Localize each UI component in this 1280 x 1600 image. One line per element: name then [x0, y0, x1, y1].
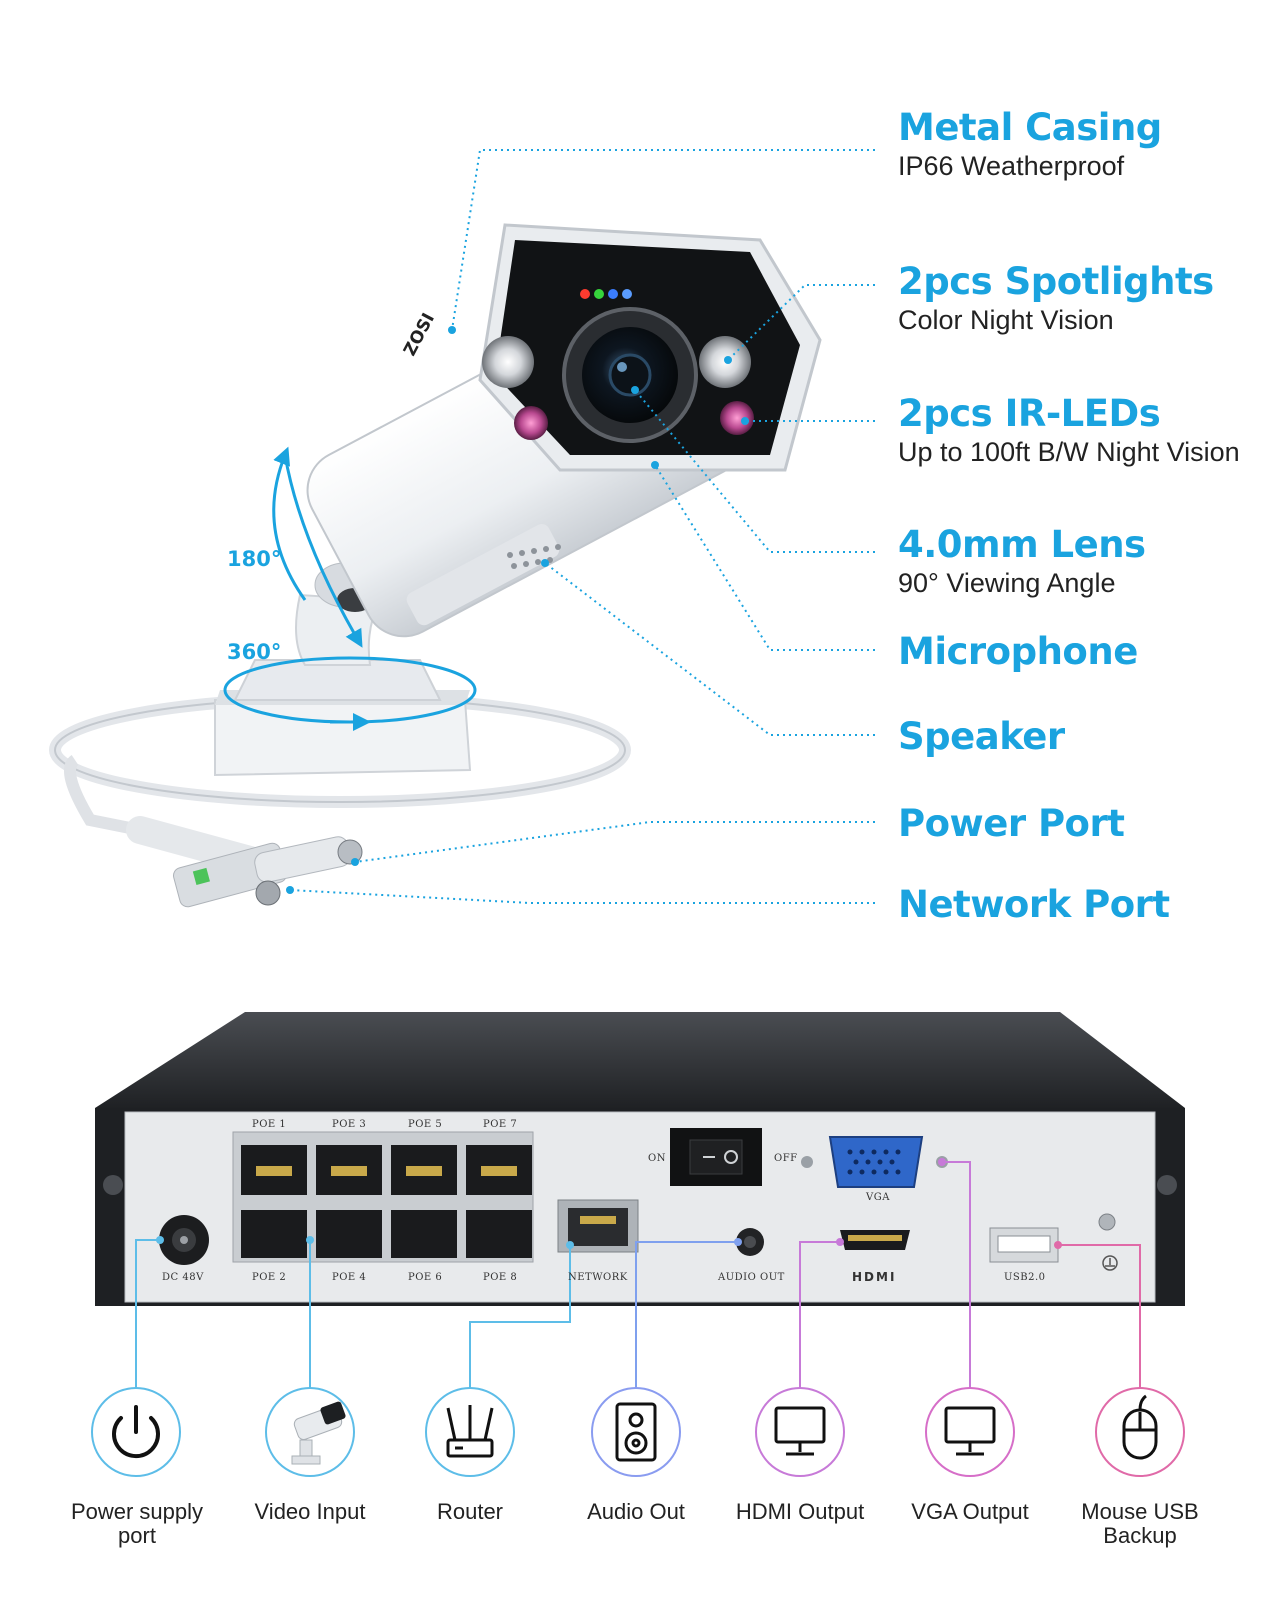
feature-speaker: Speaker	[898, 715, 1065, 759]
poe-port-label: POE 2	[252, 1272, 287, 1283]
monitor-icon	[944, 1406, 996, 1456]
icon-label-hdmi: HDMI Output	[735, 1499, 865, 1524]
router-icon	[446, 1405, 494, 1458]
audio-out-label: AUDIO OUT	[718, 1272, 785, 1283]
poe-port-label: POE 5	[408, 1119, 443, 1130]
poe-port-label: POE 6	[408, 1272, 443, 1283]
speaker-icon	[615, 1402, 657, 1462]
icon-label-power: Power supply port	[70, 1499, 204, 1548]
feature-subtitle: Color Night Vision	[898, 305, 1114, 335]
poe-port-label: POE 1	[252, 1119, 287, 1130]
feature-title: Metal Casing	[898, 106, 1162, 149]
feature-title: 2pcs IR-LEDs	[898, 392, 1161, 435]
vga-port	[828, 1136, 924, 1188]
icon-label-router: Router	[436, 1499, 504, 1524]
feature-title: Power Port	[898, 802, 1125, 845]
feature-ir-leds: 2pcs IR-LEDs Up to 100ft B/W Night Visio…	[898, 392, 1240, 468]
feature-network-port: Network Port	[898, 883, 1170, 927]
nvr-recorder	[95, 1012, 1185, 1306]
hdmi-label: HDMI	[852, 1270, 897, 1284]
switch-on-label: ON	[648, 1153, 666, 1164]
icon-label-mouse-usb: Mouse USB Backup	[1081, 1499, 1199, 1548]
usb-label: USB2.0	[1004, 1272, 1046, 1283]
rotation-vertical-arrow	[272, 446, 307, 601]
poe-ports	[241, 1145, 532, 1258]
feature-title: 2pcs Spotlights	[898, 260, 1214, 303]
connection-lines	[135, 1161, 1141, 1400]
mouse-icon	[1122, 1394, 1158, 1460]
feature-title: Microphone	[898, 630, 1138, 673]
feature-spotlights: 2pcs Spotlights Color Night Vision	[898, 260, 1214, 336]
power-icon	[112, 1405, 160, 1459]
power-connector	[254, 836, 351, 883]
vga-label: VGA	[866, 1192, 890, 1203]
icon-label-video-input: Video Input	[254, 1499, 366, 1524]
ir-led-left	[514, 406, 548, 440]
camera-illustration	[49, 223, 822, 908]
spotlight-left	[482, 336, 534, 388]
poe-port-label: POE 4	[332, 1272, 367, 1283]
poe-port-label: POE 8	[483, 1272, 518, 1283]
feature-title: 4.0mm Lens	[898, 523, 1146, 566]
poe-port-label: POE 7	[483, 1119, 518, 1130]
switch-off-label: OFF	[774, 1153, 798, 1164]
feature-subtitle: IP66 Weatherproof	[898, 151, 1125, 181]
rotation-horizontal-label: 360°	[227, 640, 282, 664]
feature-title: Speaker	[898, 715, 1065, 758]
icon-label-audio-out: Audio Out	[587, 1499, 685, 1524]
feature-subtitle: 90° Viewing Angle	[898, 568, 1116, 598]
feature-microphone: Microphone	[898, 630, 1138, 674]
network-label: NETWORK	[568, 1272, 628, 1283]
dc-label: DC 48V	[162, 1272, 204, 1283]
feature-power-port: Power Port	[898, 802, 1125, 846]
callout-lines	[289, 149, 875, 904]
poe-port-label: POE 3	[332, 1119, 367, 1130]
feature-subtitle: Up to 100ft B/W Night Vision	[898, 437, 1240, 467]
feature-metal-casing: Metal Casing IP66 Weatherproof	[898, 106, 1162, 182]
feature-title: Network Port	[898, 883, 1170, 926]
nvr-top	[95, 1012, 1185, 1108]
icon-label-vga: VGA Output	[911, 1499, 1029, 1524]
camera-icon	[291, 1401, 346, 1465]
rotation-vertical-label: 180°	[227, 547, 282, 571]
monitor-icon	[774, 1406, 826, 1456]
feature-lens: 4.0mm Lens 90° Viewing Angle	[898, 523, 1146, 599]
ir-led-right	[720, 401, 754, 435]
